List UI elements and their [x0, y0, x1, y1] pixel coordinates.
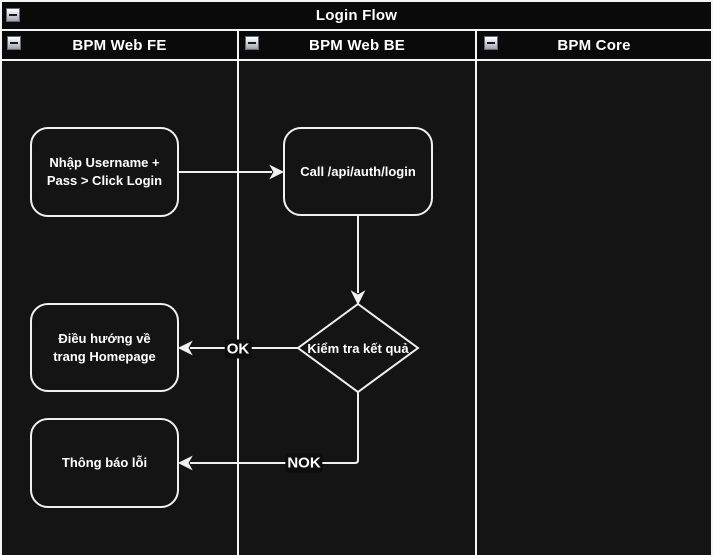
- lane-header-row: [0, 31, 713, 59]
- pool-border-top: [0, 0, 713, 2]
- pool-border-left: [0, 0, 2, 555]
- lane-header-bpm-core[interactable]: BPM Core: [557, 36, 631, 54]
- lane-divider-1: [237, 31, 239, 555]
- lane-divider-2: [475, 31, 477, 555]
- lane-header-bpm-web-be[interactable]: BPM Web BE: [309, 36, 405, 54]
- pool-title: Login Flow: [315, 7, 398, 24]
- node-check-result-shape[interactable]: [296, 302, 420, 394]
- edge-label-ok[interactable]: OK: [224, 339, 252, 359]
- node-redirect-home[interactable]: Điều hướng về trang Homepage: [30, 303, 179, 392]
- collapse-minus-icon[interactable]: [7, 36, 21, 50]
- node-call-api-label: Call /api/auth/login: [300, 163, 416, 179]
- pool-border-right: [711, 0, 713, 555]
- pool-title-bar[interactable]: [0, 2, 713, 29]
- edge-label-nok[interactable]: NOK: [285, 453, 323, 473]
- collapse-minus-icon[interactable]: [484, 36, 498, 50]
- collapse-minus-icon[interactable]: [6, 8, 20, 22]
- lane-header-separator: [0, 59, 713, 61]
- node-error-message[interactable]: Thông báo lỗi: [30, 418, 179, 508]
- node-redirect-home-label: Điều hướng về trang Homepage: [53, 330, 156, 364]
- collapse-minus-icon[interactable]: [245, 36, 259, 50]
- lane-header-bpm-web-fe[interactable]: BPM Web FE: [72, 36, 167, 54]
- pool-title-separator: [0, 29, 713, 31]
- edge-api-to-check[interactable]: [350, 216, 366, 306]
- edge-input-to-api[interactable]: [179, 164, 285, 180]
- node-error-message-label: Thông báo lỗi: [61, 455, 148, 471]
- edge-check-nok-to-error[interactable]: [177, 392, 359, 471]
- node-input-login[interactable]: Nhập Username + Pass > Click Login: [30, 127, 179, 217]
- node-call-api[interactable]: Call /api/auth/login: [283, 127, 433, 216]
- node-input-login-label: Nhập Username + Pass > Click Login: [46, 155, 163, 188]
